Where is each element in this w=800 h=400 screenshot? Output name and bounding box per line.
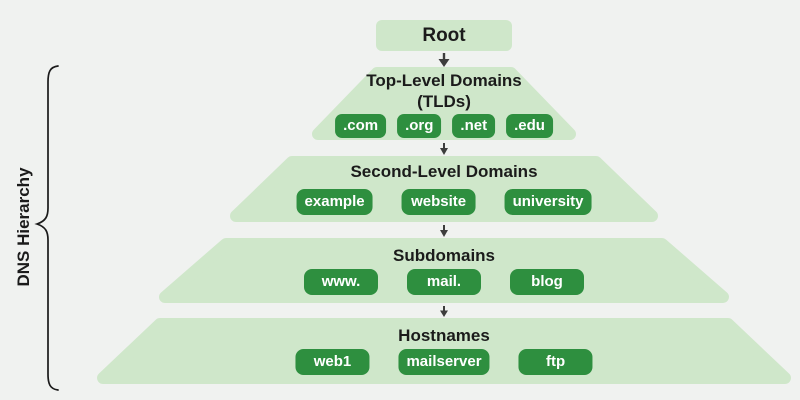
badge-www: www. <box>304 269 378 295</box>
badge-com: .com <box>335 114 387 138</box>
level-title-tld: Top-Level Domains (TLDs) <box>366 70 522 112</box>
subdomains-badges-row: www. mail. blog <box>304 269 584 295</box>
badge-example: example <box>296 189 373 215</box>
arrow-sld-to-subdomains-head <box>440 230 448 237</box>
badge-university: university <box>504 189 592 215</box>
level-title-line: Top-Level Domains <box>366 71 522 90</box>
root-level-box: Root <box>376 20 512 51</box>
badge-org: .org <box>397 114 442 138</box>
badge-net: .net <box>452 114 496 138</box>
arrow-tld-to-sld-head <box>440 148 448 155</box>
hierarchy-brace <box>34 65 59 391</box>
level-title-second-level: Second-Level Domains <box>350 162 538 181</box>
badge-web1: web1 <box>295 349 370 375</box>
second-level-badges-row: example website university <box>296 189 592 215</box>
badge-website: website <box>401 189 476 215</box>
side-label: DNS Hierarchy <box>14 167 33 287</box>
hostnames-badges-row: web1 mailserver ftp <box>295 349 593 375</box>
tld-badges-row: .com .org .net .edu <box>335 114 553 138</box>
arrow-root-to-tld-head <box>438 59 450 67</box>
level-title-subdomains: Subdomains <box>392 246 496 265</box>
badge-ftp: ftp <box>518 349 593 375</box>
level-title-hostnames: Hostnames <box>398 326 490 345</box>
root-label: Root <box>422 24 466 46</box>
badge-mailserver: mailserver <box>398 349 490 375</box>
arrow-subdomains-to-hostnames-head <box>440 310 448 317</box>
level-subtitle-line: (TLDs) <box>417 92 471 111</box>
badge-edu: .edu <box>506 114 553 138</box>
badge-mail: mail. <box>407 269 481 295</box>
badge-blog: blog <box>510 269 584 295</box>
